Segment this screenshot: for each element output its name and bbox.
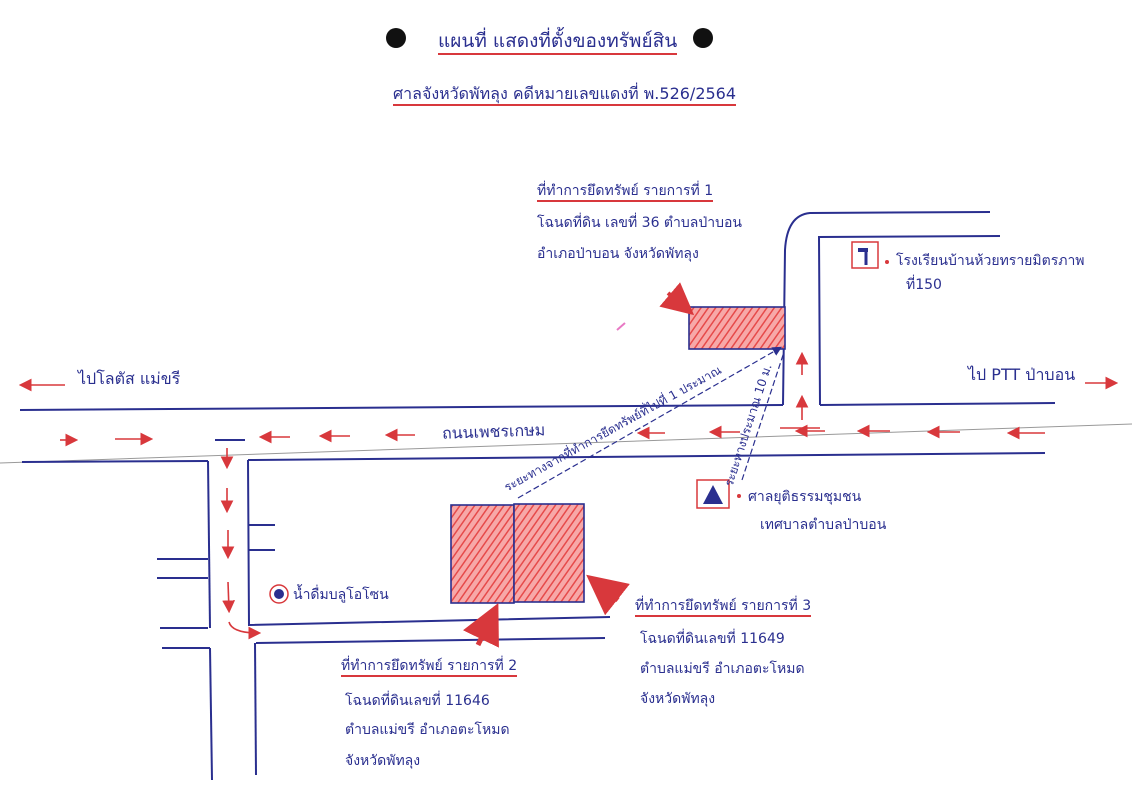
distance-line-road [517,346,783,499]
main-road [19,211,1056,781]
water-shop-label: น้ำดื่มบลูโอโซน [293,587,389,603]
item-2-line-3: จังหวัดพัทลุง [345,753,421,769]
item-1-line-2: อำเภอป่าบอน จังหวัดพัทลุง [537,246,699,262]
item-3-line-3: จังหวัดพัทลุง [640,691,716,707]
item-3-line-1: โฉนดที่ดินเลขที่ 11649 [640,631,785,647]
item-2-heading: ที่ทำการยึดทรัพย์ รายการที่ 2 [341,655,518,677]
traffic-arrows [18,351,1119,640]
item-3-line-2: ตำบลแม่ขรี อำเภอตะโหมด [640,661,805,677]
map-subtitle: ศาลจังหวัดพัทลุง คดีหมายเลขแดงที่ พ.526/… [393,82,737,107]
school-label-line-2: ที่150 [906,277,942,293]
school-flag-icon [851,241,889,269]
item-2-line-1: โฉนดที่ดินเลขที่ 11646 [345,693,490,709]
shrine-label-line-1: ศาลยุติธรรมชุมชน [748,489,862,505]
property-3 [513,503,585,603]
shrine-label-line-2: เทศบาลตำบลป่าบอน [760,517,887,533]
scan-line [0,423,1132,464]
punch-hole-left [386,28,406,48]
property-2 [450,504,515,604]
road-name: ถนนเพชรเกษม [441,420,546,443]
property-3-pointer [586,574,630,616]
item-1-heading: ที่ทำการยึดทรัพย์ รายการที่ 1 [537,180,714,202]
to-lotus-label: ไปโลตัส แม่ขรี [78,369,181,388]
property-1-pointer [659,282,695,316]
punch-hole-right [693,28,713,48]
item-3-heading: ที่ทำการยึดทรัพย์ รายการที่ 3 [635,595,812,617]
stray-mark [616,322,626,331]
map-title: แผนที่ แสดงที่ตั้งของทรัพย์สิน [438,26,678,56]
temple-icon [696,479,741,509]
item-2-line-2: ตำบลแม่ขรี อำเภอตะโหมด [345,722,510,738]
school-label-line-1: โรงเรียนบ้านห้วยทรายมิตรภาพ [896,253,1085,269]
distance-line-side [741,351,785,481]
to-ptt-label: ไป PTT ป่าบอน [968,365,1076,384]
property-2-pointer [462,603,499,648]
location-pin-icon [269,584,289,604]
property-1 [688,306,786,350]
item-1-line-1: โฉนดที่ดิน เลขที่ 36 ตำบลป่าบอน [537,215,742,231]
